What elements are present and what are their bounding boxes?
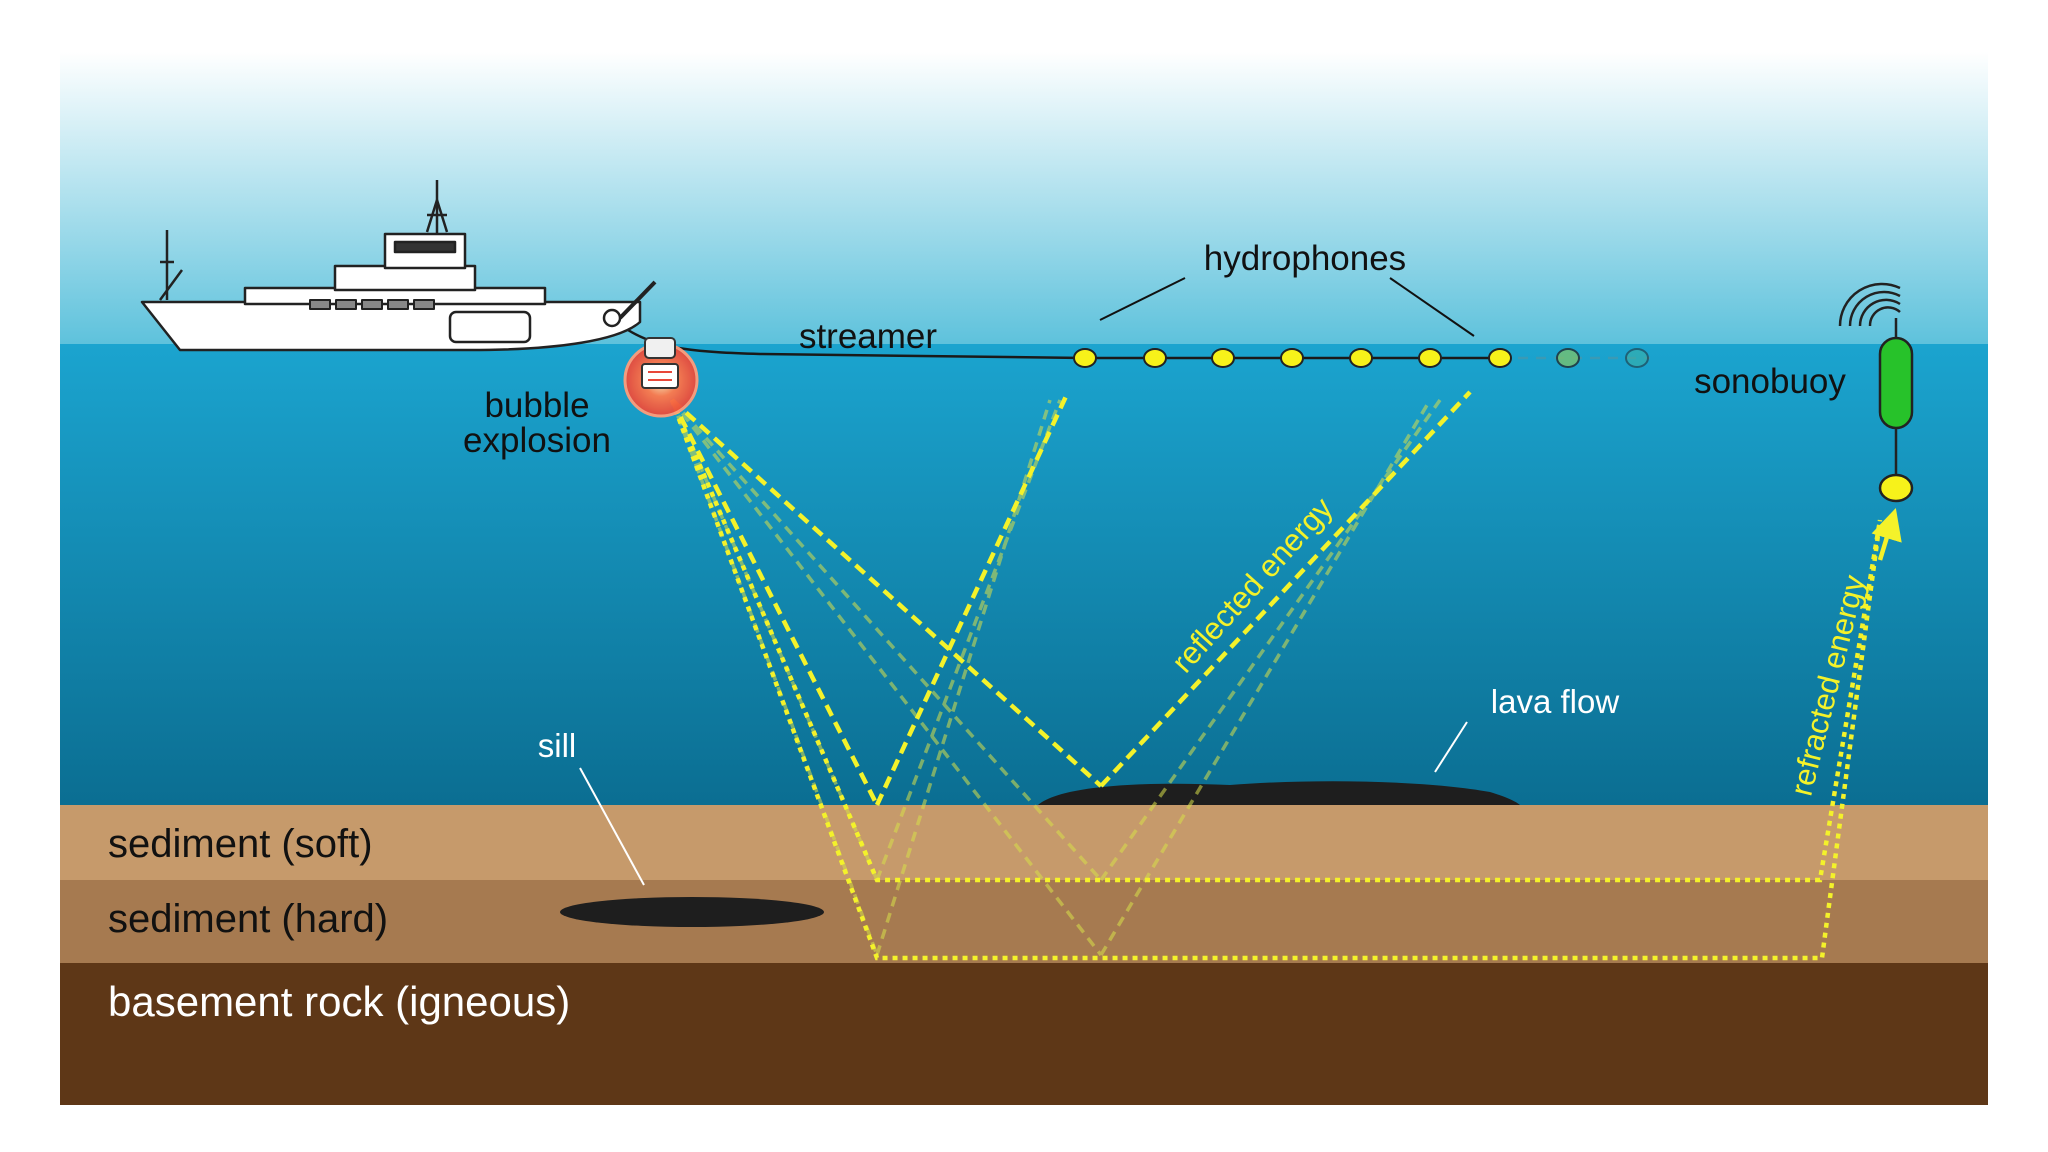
radio-signal-icon xyxy=(1838,282,1901,327)
streamer-cable xyxy=(627,328,1500,360)
lava-flow-pointer xyxy=(1434,721,1468,773)
layer-label-basement-rock: basement rock (igneous) xyxy=(108,978,570,1025)
sill-label: sill xyxy=(538,727,577,764)
lava-flow-label: lava flow xyxy=(1491,683,1620,720)
ship-icon xyxy=(140,180,657,352)
hydrophone-icon xyxy=(1349,348,1373,368)
layer-sediment-hard xyxy=(60,880,1988,963)
water xyxy=(60,344,1988,805)
streamer-label: streamer xyxy=(799,317,937,356)
hydrophone-icon xyxy=(1073,348,1097,368)
layer-label-sediment-soft: sediment (soft) xyxy=(108,822,373,866)
airgun-icon xyxy=(623,337,699,418)
layer-basement-rock xyxy=(60,963,1988,1105)
hydrophone-icon xyxy=(1280,348,1304,368)
refracted-arrow xyxy=(1871,507,1902,561)
hydrophone-icon xyxy=(1556,348,1580,368)
hydrophone-icon xyxy=(1143,348,1167,368)
hydrophone-icon xyxy=(1625,348,1649,368)
hydrophone-icon xyxy=(1418,348,1442,368)
layer-label-sediment-hard: sediment (hard) xyxy=(108,897,388,941)
hydrophones-label: hydrophones xyxy=(1204,239,1406,278)
bubble-explosion-label-line1: bubble xyxy=(484,386,589,425)
bubble-explosion-label-line2: explosion xyxy=(463,421,611,460)
sill-deposit xyxy=(560,897,824,927)
layer-sediment-soft xyxy=(60,805,1988,880)
hydrophone-icon xyxy=(1488,348,1512,368)
reflected-rays xyxy=(669,390,1472,807)
sonobuoy-label: sonobuoy xyxy=(1694,362,1846,401)
hydrophones-array xyxy=(1073,348,1649,368)
hydrophone-icon xyxy=(1211,348,1235,368)
hydrophones-pointer-left xyxy=(1099,277,1186,321)
sonobuoy-icon xyxy=(1878,318,1914,503)
sill-pointer xyxy=(579,767,645,886)
hydrophones-pointer-right xyxy=(1389,277,1475,337)
lava-flow-deposit xyxy=(1038,781,1520,805)
refracted-paths xyxy=(669,399,1883,961)
